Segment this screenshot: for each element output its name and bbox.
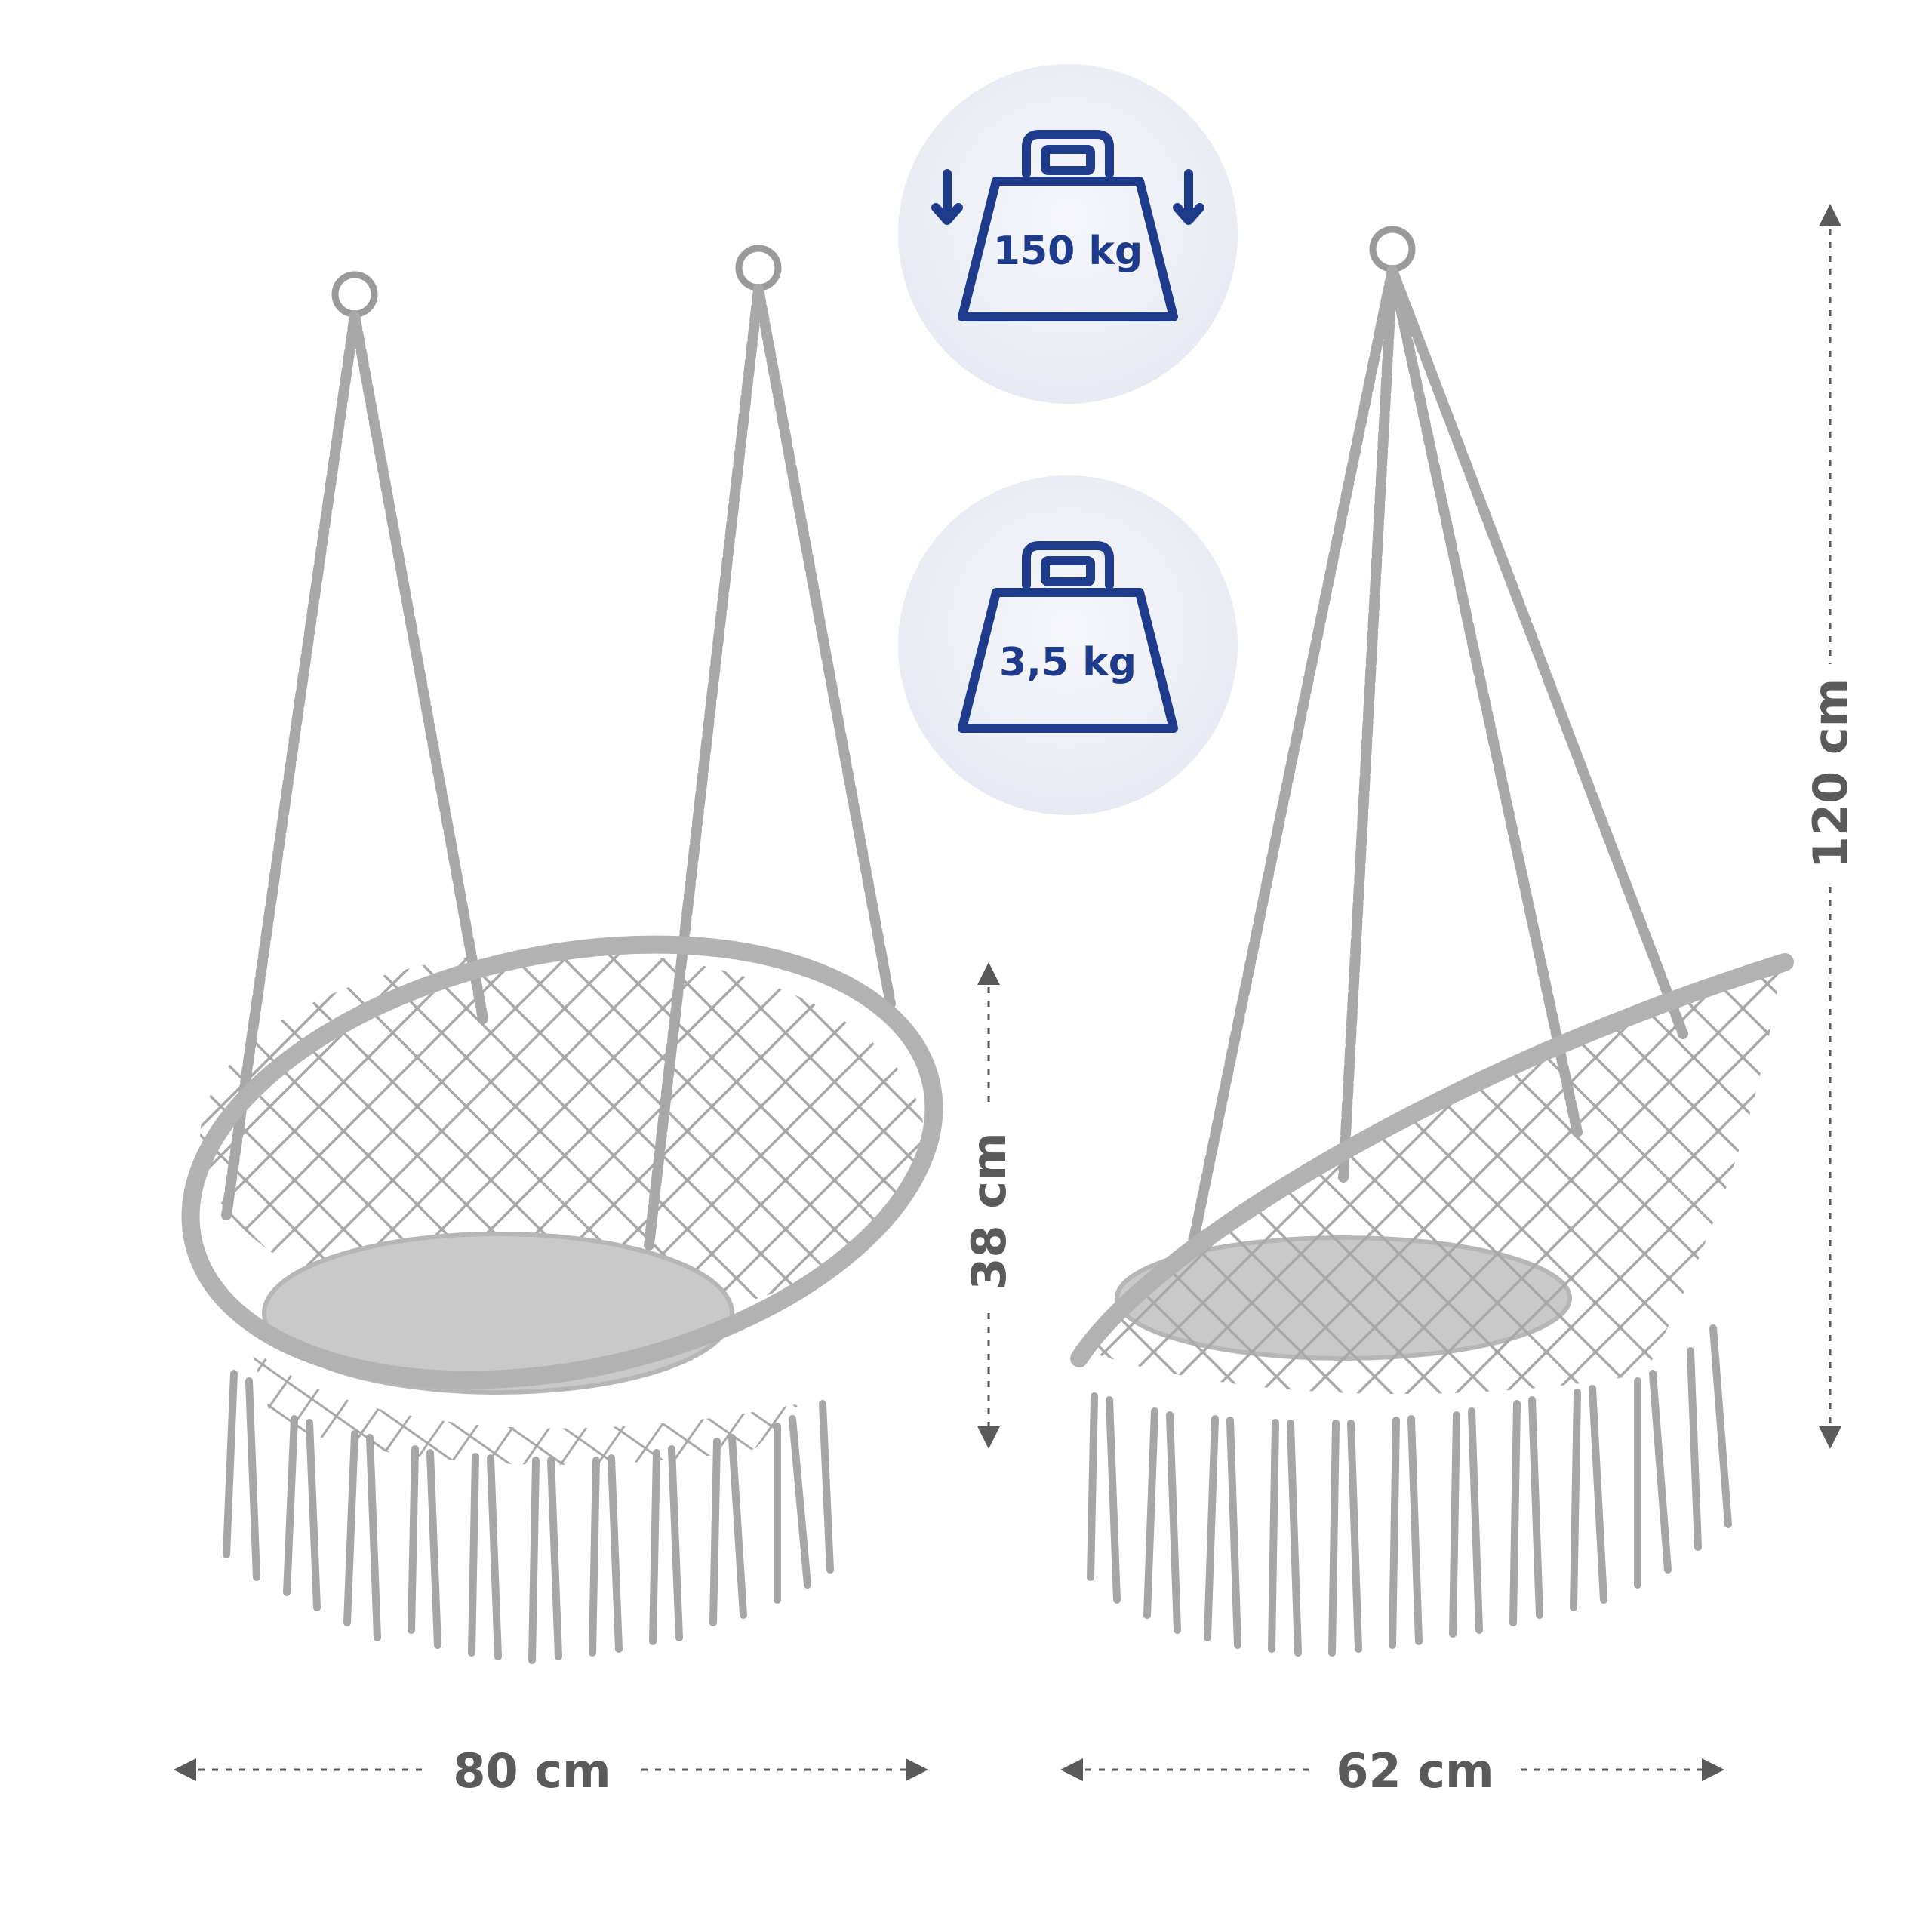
dimension-side-depth: 62 cm — [1060, 1743, 1724, 1798]
front-width-label: 80 cm — [453, 1743, 611, 1798]
weight-capacity-icon — [931, 130, 1204, 321]
hanging-ring-left — [331, 271, 378, 318]
side-view-chair — [1070, 226, 1794, 1657]
side-ropes — [1180, 265, 1688, 1288]
dimension-front-width: 80 cm — [174, 1743, 928, 1798]
front-fringe — [223, 1370, 834, 1664]
side-net — [1087, 966, 1781, 1395]
total-height-label: 120 cm — [1803, 678, 1858, 869]
side-hoop — [1070, 953, 1794, 1367]
front-net-back — [200, 951, 924, 1328]
front-view-chair — [181, 245, 943, 1664]
hanging-ring-side — [1369, 226, 1416, 272]
load-capacity-label: 150 kg — [993, 229, 1143, 274]
front-net-lower — [249, 1343, 800, 1465]
front-cushion — [262, 1232, 734, 1395]
front-hoop — [181, 935, 943, 1389]
product-weight-label: 3,5 kg — [999, 640, 1137, 685]
side-depth-label: 62 cm — [1336, 1743, 1494, 1798]
seat-height-label: 38 cm — [961, 1132, 1017, 1290]
dimension-total-height: 120 cm — [1803, 204, 1858, 1449]
side-fringe — [1087, 1324, 1732, 1657]
hanging-ring-right — [735, 245, 782, 291]
dimension-seat-height: 38 cm — [961, 962, 1017, 1449]
badge-load-capacity: 150 kg — [898, 64, 1238, 404]
badge-product-weight: 3,5 kg — [898, 475, 1238, 815]
weight-icon — [958, 541, 1178, 733]
